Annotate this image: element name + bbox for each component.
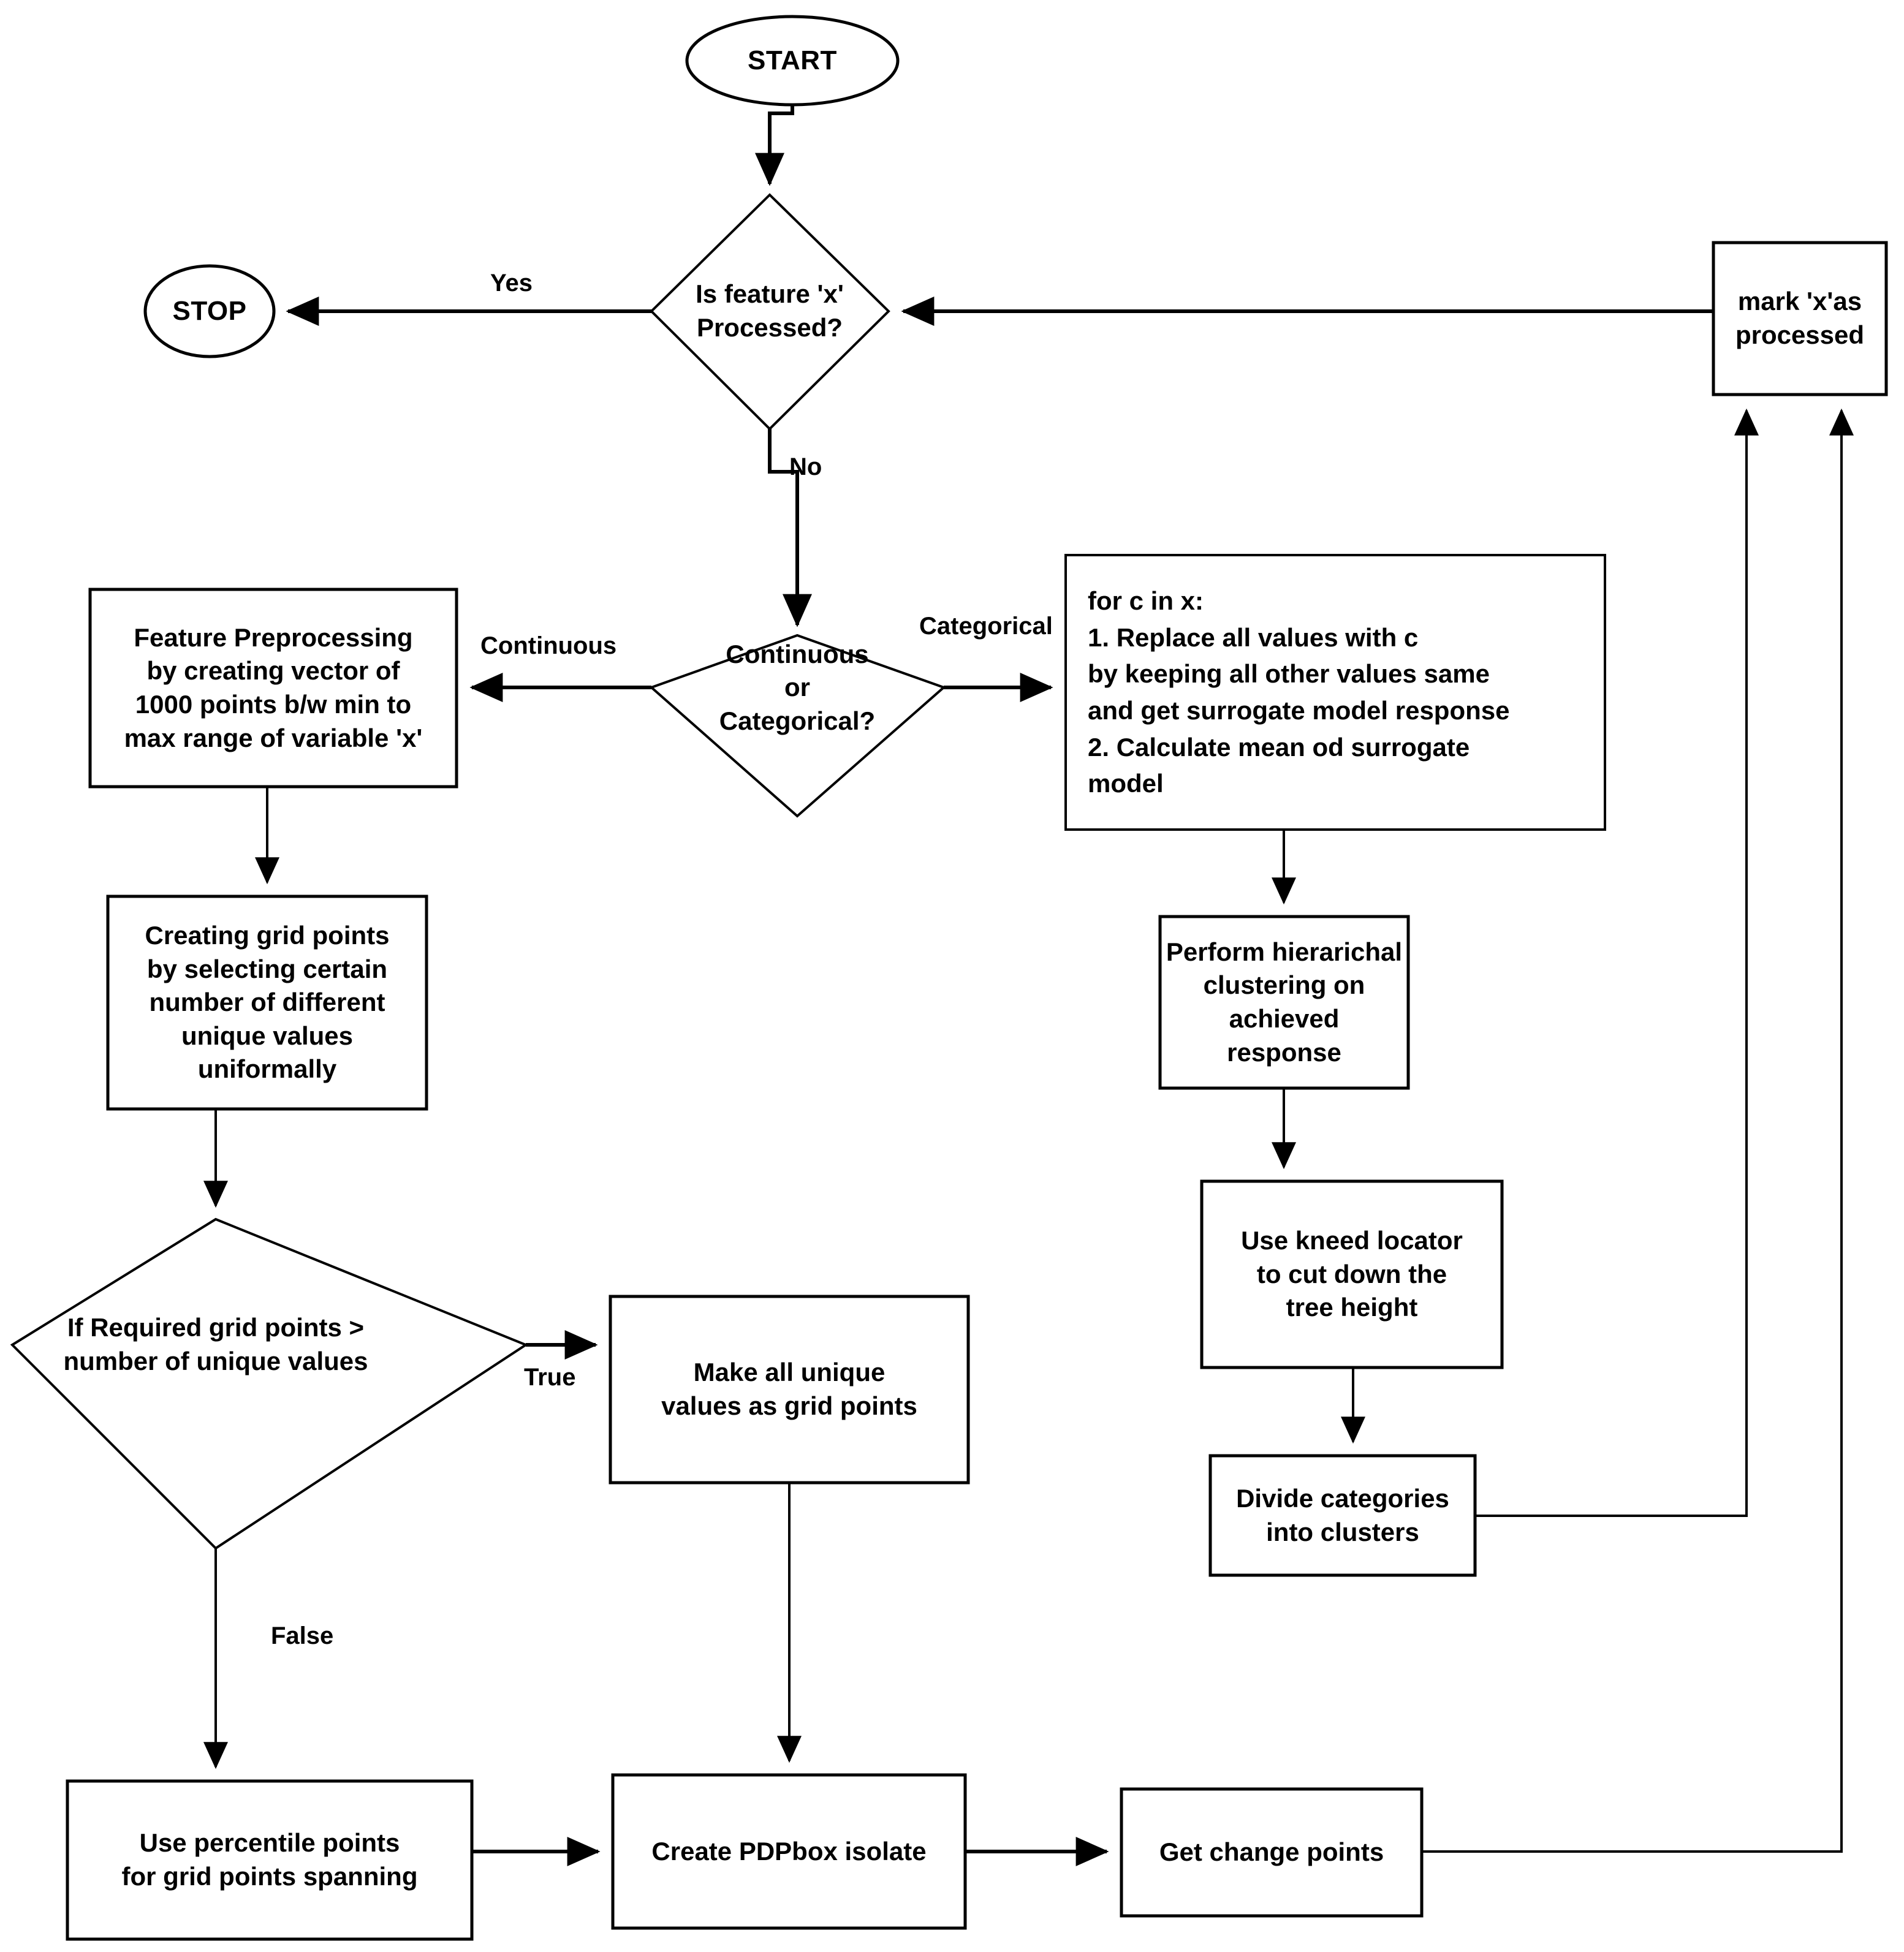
- edge-label-continuous: Continuous: [480, 632, 617, 659]
- edge-divide-categories-to-mark-processed: [1475, 408, 1759, 1517]
- node-kneed-locator-shape: [1200, 1179, 1504, 1369]
- node-divide-categories-shape: [1208, 1454, 1477, 1577]
- node-creating-grid-points-shape: [106, 895, 428, 1111]
- node-hierarchical-clustering-shape: [1158, 915, 1410, 1090]
- edge-label-categorical: Categorical: [919, 613, 1053, 640]
- node-mark-processed-shape: [1712, 241, 1888, 396]
- node-for-c-in-x-shape: [1064, 554, 1606, 831]
- node-create-pdpbox-shape: [611, 1773, 967, 1930]
- node-use-percentile-shape: [66, 1779, 474, 1941]
- node-is-processed-shape: [650, 193, 890, 431]
- node-feature-preprocessing-shape: [88, 588, 458, 789]
- node-make-all-unique-shape: [609, 1295, 970, 1485]
- edge-is-processed-to-cont-or-cat: [768, 429, 812, 627]
- node-start-shape: [685, 15, 900, 107]
- edge-get-change-points-to-mark-processed: [1422, 408, 1854, 1853]
- node-get-change-points-shape: [1120, 1787, 1424, 1918]
- edge-label-true: True: [524, 1364, 576, 1391]
- node-required-grid-points-shape: [10, 1217, 529, 1550]
- edge-start-to-is-processed: [755, 105, 794, 186]
- node-stop-shape: [143, 264, 276, 358]
- edge-label-no: No: [789, 453, 822, 480]
- node-cont-or-cat-shape: [649, 634, 946, 818]
- edge-label-false: False: [271, 1622, 334, 1649]
- edge-label-yes: Yes: [490, 270, 533, 297]
